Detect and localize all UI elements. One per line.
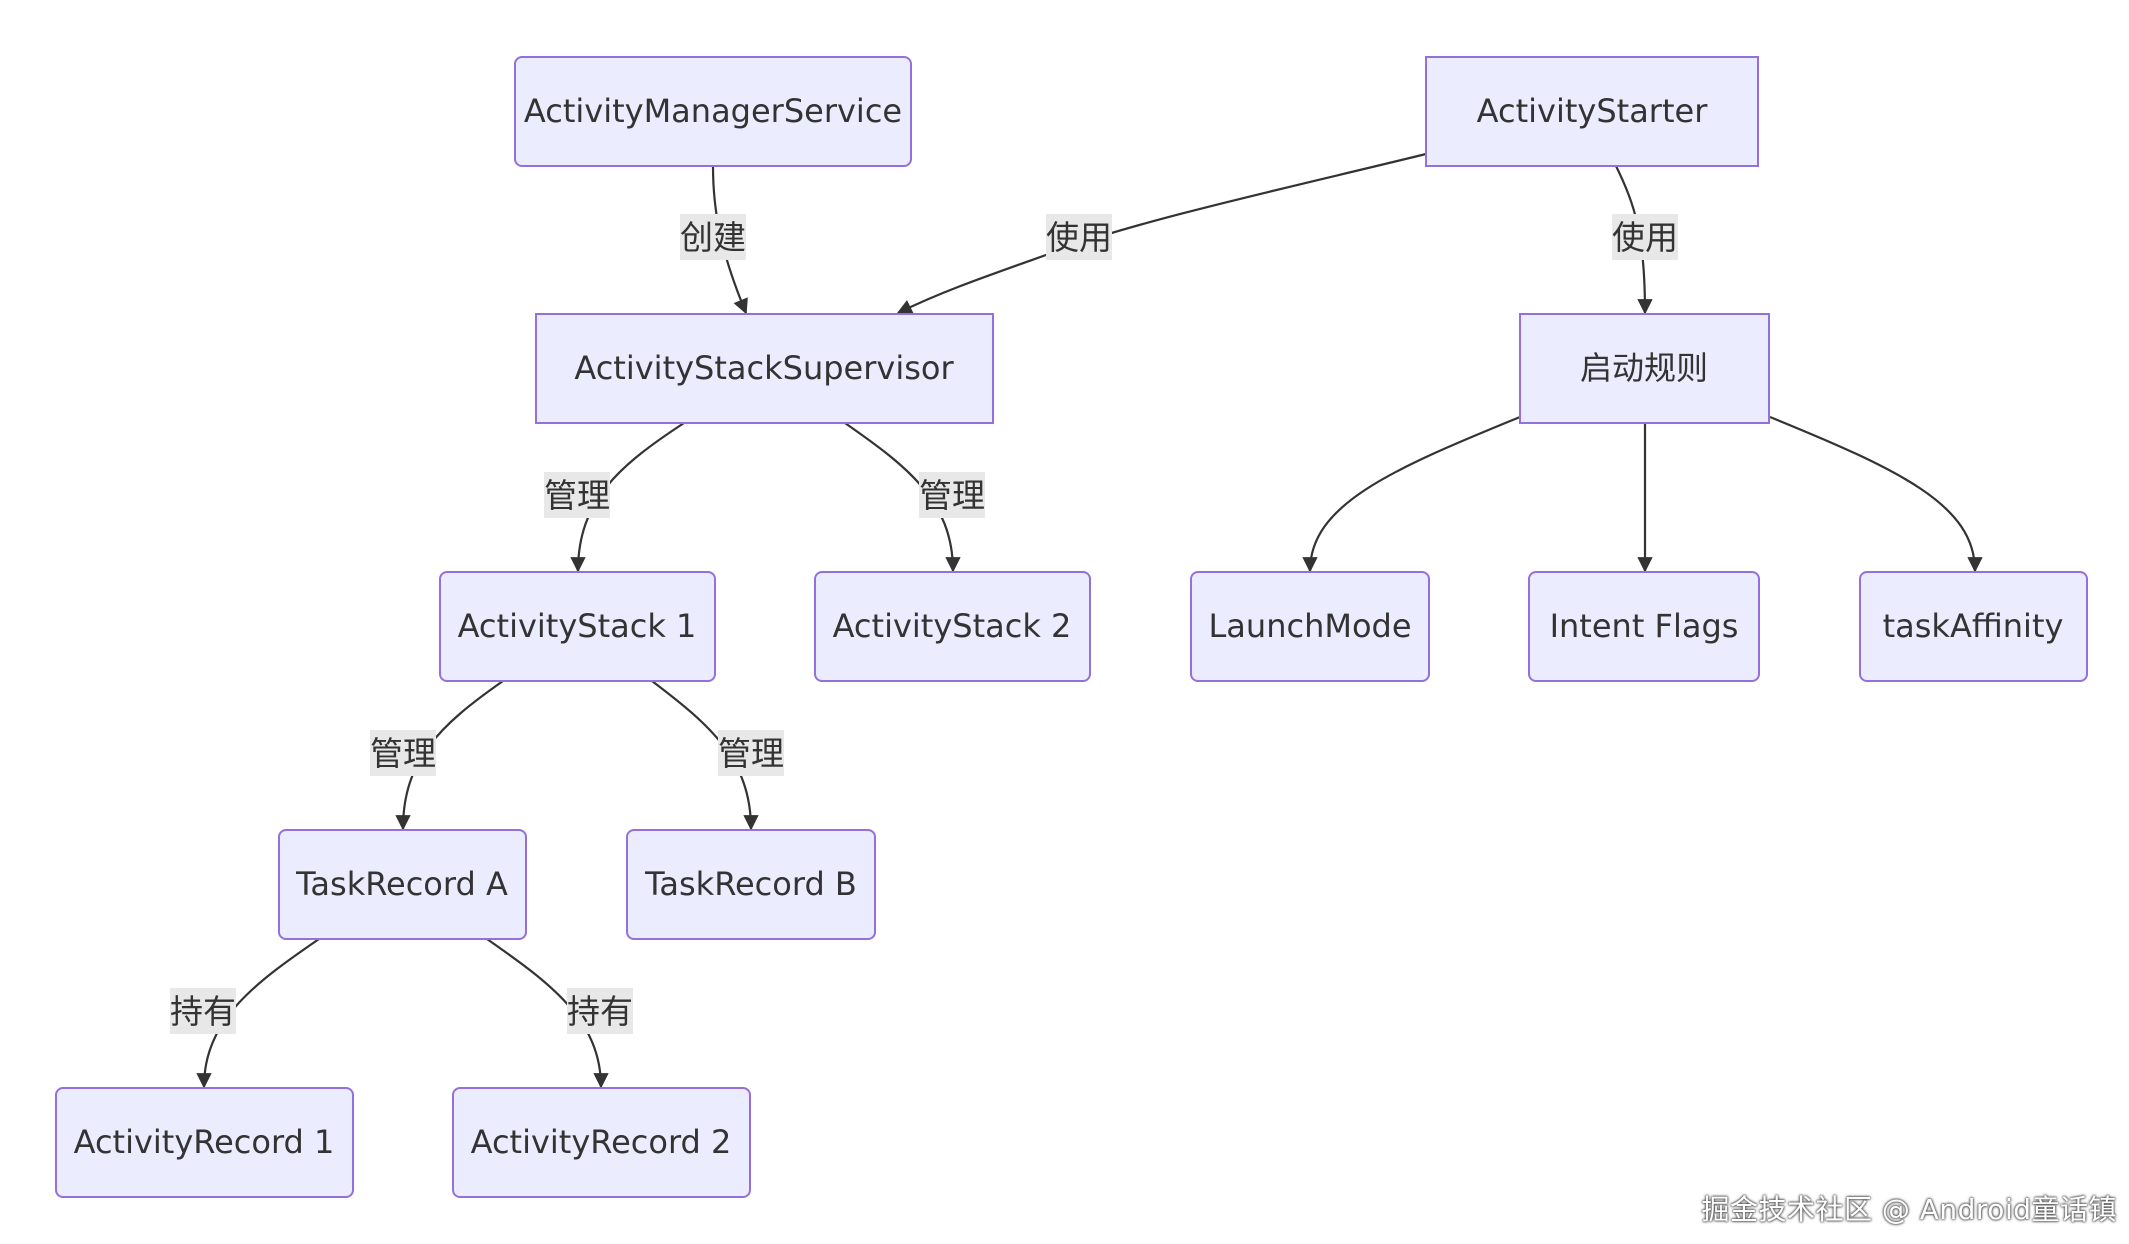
- node-activity-stack-1: ActivityStack 1: [439, 571, 716, 682]
- node-activity-starter: ActivityStarter: [1425, 56, 1759, 167]
- edge-label-manage-taskB: 管理: [718, 730, 784, 776]
- svg-text:ActivityRecord 1: ActivityRecord 1: [74, 1123, 335, 1161]
- edge-label-use-supervisor: 使用: [1046, 214, 1112, 260]
- edge-taskA-to-record1: [196, 938, 320, 1089]
- edge-label-hold-record2: 持有: [567, 988, 633, 1034]
- edge-label-manage-stack1: 管理: [544, 472, 610, 518]
- svg-text:管理: 管理: [544, 476, 610, 515]
- svg-text:ActivityRecord 2: ActivityRecord 2: [471, 1123, 732, 1161]
- edge-starter-to-supervisor: [896, 152, 1427, 314]
- svg-text:启动规则: 启动规则: [1580, 349, 1708, 387]
- node-activity-record-1: ActivityRecord 1: [55, 1087, 354, 1198]
- svg-text:LaunchMode: LaunchMode: [1208, 607, 1411, 645]
- watermark: 掘金技术社区 @ Android童话镇: [1701, 1193, 2117, 1226]
- svg-text:ActivityStarter: ActivityStarter: [1477, 92, 1709, 130]
- node-activity-record-2: ActivityRecord 2: [452, 1087, 751, 1198]
- node-launch-rules: 启动规则: [1519, 313, 1770, 424]
- edge-label-create: 创建: [680, 214, 746, 260]
- svg-text:ActivityStack 1: ActivityStack 1: [458, 607, 697, 645]
- edge-label-manage-taskA: 管理: [370, 730, 436, 776]
- edge-label-use-rules: 使用: [1612, 214, 1678, 260]
- svg-text:使用: 使用: [1612, 218, 1678, 257]
- svg-text:ActivityStackSupervisor: ActivityStackSupervisor: [574, 349, 954, 387]
- svg-text:创建: 创建: [680, 218, 746, 257]
- svg-text:持有: 持有: [567, 992, 633, 1031]
- node-task-affinity: taskAffinity: [1859, 571, 2088, 682]
- svg-text:管理: 管理: [919, 476, 985, 515]
- svg-text:ActivityManagerService: ActivityManagerService: [524, 92, 902, 130]
- svg-text:ActivityStack 2: ActivityStack 2: [833, 607, 1072, 645]
- node-task-record-a: TaskRecord A: [278, 829, 527, 940]
- node-intent-flags: Intent Flags: [1528, 571, 1760, 682]
- node-activity-stack-supervisor: ActivityStackSupervisor: [535, 313, 994, 424]
- svg-text:管理: 管理: [370, 734, 436, 773]
- edge-label-hold-record1: 持有: [170, 988, 236, 1034]
- svg-text:TaskRecord B: TaskRecord B: [644, 865, 857, 903]
- node-activity-manager-service: ActivityManagerService: [514, 56, 912, 167]
- svg-text:使用: 使用: [1046, 218, 1112, 257]
- edge-label-manage-stack2: 管理: [919, 472, 985, 518]
- svg-text:taskAffinity: taskAffinity: [1883, 607, 2064, 645]
- edge-rules-to-affinity: [1769, 415, 1983, 573]
- svg-text:Intent Flags: Intent Flags: [1550, 607, 1739, 645]
- svg-text:持有: 持有: [170, 992, 236, 1031]
- edge-rules-to-launchmode: [1302, 415, 1521, 573]
- svg-text:管理: 管理: [718, 734, 784, 773]
- node-activity-stack-2: ActivityStack 2: [814, 571, 1091, 682]
- node-task-record-b: TaskRecord B: [626, 829, 876, 940]
- node-launch-mode: LaunchMode: [1190, 571, 1430, 682]
- svg-text:TaskRecord A: TaskRecord A: [295, 865, 508, 903]
